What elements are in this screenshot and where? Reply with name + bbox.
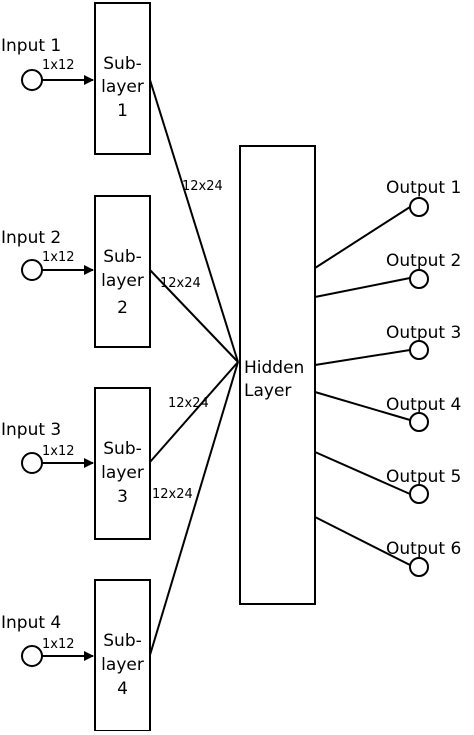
sublayer-2-box (94, 195, 151, 348)
input-4-node (21, 645, 43, 667)
hidden-layer-label-line2: Layer (244, 381, 291, 401)
sublayer-3-line1: Sub- (103, 439, 142, 459)
input-4-label: Input 4 (1, 613, 61, 633)
output-1-label: Output 1 (386, 178, 461, 198)
output-6-label: Output 6 (386, 539, 461, 559)
sublayer-1-box (94, 2, 151, 155)
edge-hidden-output-5 (314, 451, 411, 495)
output-5-label: Output 5 (386, 467, 461, 487)
output-4-label: Output 4 (386, 395, 461, 415)
edge-sublayer1-hidden (149, 79, 239, 363)
edge-hidden-output-3 (314, 349, 411, 366)
edge-hidden-output-6 (314, 516, 411, 566)
input-2-label: Input 2 (1, 228, 61, 248)
sublayer-4-line1: Sub- (103, 631, 142, 651)
output-5-node (409, 484, 429, 504)
input-3-label: Input 3 (1, 420, 61, 440)
edge-hidden-output-4 (314, 391, 411, 421)
input-2-node (21, 259, 43, 281)
output-2-node (409, 269, 429, 289)
sublayer-1-line3: 1 (117, 101, 128, 121)
sublayer-4-box (94, 579, 151, 732)
input-1-label: Input 1 (1, 36, 61, 56)
input-2-size: 1x12 (42, 250, 75, 265)
output-3-node (409, 340, 429, 360)
output-4-node (409, 412, 429, 432)
sublayer-2-line3: 2 (117, 298, 128, 318)
edge-sublayer2-hidden (149, 269, 239, 363)
sublayer-3-line2: layer (101, 463, 144, 483)
input-3-node (21, 452, 43, 474)
edge-hidden-output-2 (314, 277, 411, 298)
edge-sublayer4-hidden (149, 361, 239, 656)
output-3-label: Output 3 (386, 323, 461, 343)
sublayer-4-line3: 4 (117, 679, 128, 699)
hidden-layer-label-line1: Hidden (244, 358, 304, 378)
edge-label-3: 12x24 (168, 396, 209, 411)
sublayer-2-line1: Sub- (103, 247, 142, 267)
sublayer-3-box (94, 387, 151, 540)
output-2-label: Output 2 (386, 251, 461, 271)
hidden-layer-box (239, 145, 316, 605)
edge-label-2: 12x24 (160, 276, 201, 291)
edge-label-1: 12x24 (182, 179, 223, 194)
input-1-size: 1x12 (42, 58, 75, 73)
output-1-node (409, 197, 429, 217)
input-3-size: 1x12 (42, 444, 75, 459)
input-4-size: 1x12 (42, 637, 75, 652)
edge-sublayer3-hidden (149, 361, 239, 463)
sublayer-3-line3: 3 (117, 487, 128, 507)
sublayer-1-line2: layer (101, 77, 144, 97)
input-1-node (21, 69, 43, 91)
sublayer-1-line1: Sub- (103, 54, 142, 74)
edge-label-4: 12x24 (152, 487, 193, 502)
edge-hidden-output-1 (314, 206, 411, 269)
sublayer-2-line2: layer (101, 271, 144, 291)
output-6-node (409, 557, 429, 577)
sublayer-4-line2: layer (101, 655, 144, 675)
